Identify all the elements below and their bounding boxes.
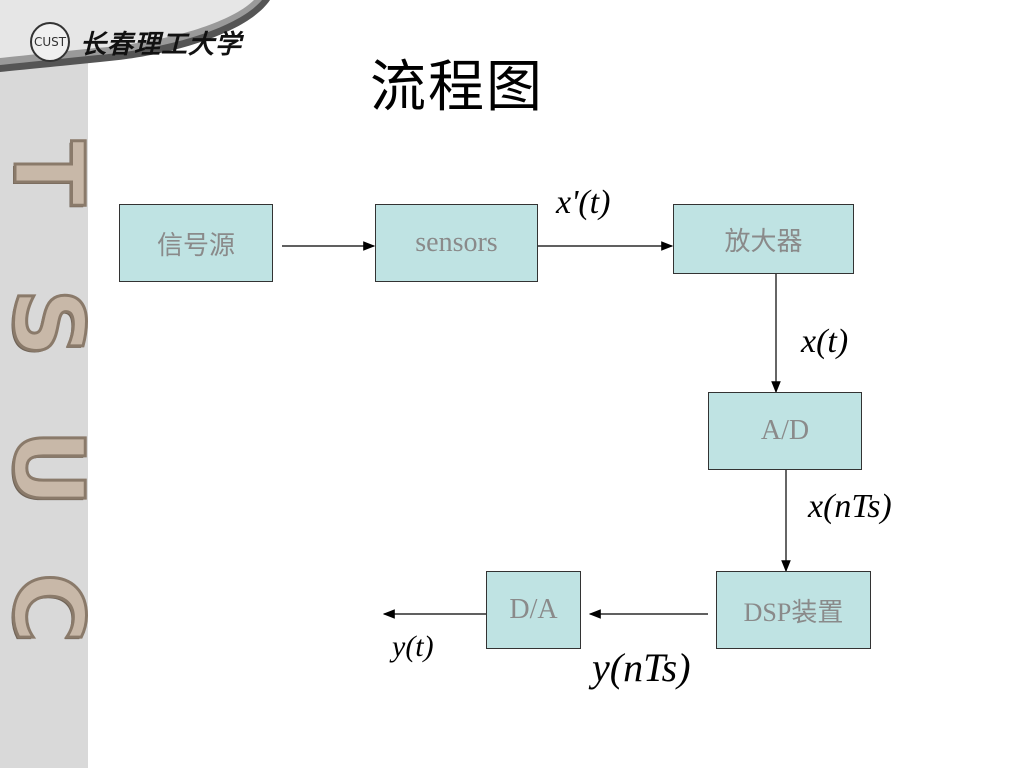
university-name: 长春理工大学 [80, 30, 243, 60]
block-amplifier-label: 放大器 [724, 226, 803, 257]
block-amplifier: 放大器 [673, 204, 854, 274]
block-dsp: DSP装置 [716, 571, 871, 649]
signal-x-prime-t: x'(t) [556, 184, 611, 221]
signal-y-t: y(t) [392, 630, 434, 663]
block-ad-label: A/D [760, 415, 810, 446]
page-title: 流程图 [370, 55, 544, 120]
block-signal-source-label: 信号源 [156, 230, 235, 261]
block-sensors-label: sensors [415, 227, 498, 258]
block-da: D/A [486, 571, 581, 649]
university-logo-icon: CUST [30, 22, 70, 62]
block-sensors: sensors [375, 204, 538, 282]
signal-x-nTs: x(nTs) [808, 488, 892, 525]
signal-x-t: x(t) [801, 323, 849, 360]
logo-label: CUST [33, 35, 67, 49]
signal-y-nTs: y(nTs) [592, 645, 691, 690]
block-dsp-label: DSP装置 [743, 597, 844, 627]
side-band: T S U C [0, 0, 106, 768]
block-ad: A/D [708, 392, 862, 470]
block-da-label: D/A [509, 594, 558, 625]
block-signal-source: 信号源 [119, 204, 273, 282]
